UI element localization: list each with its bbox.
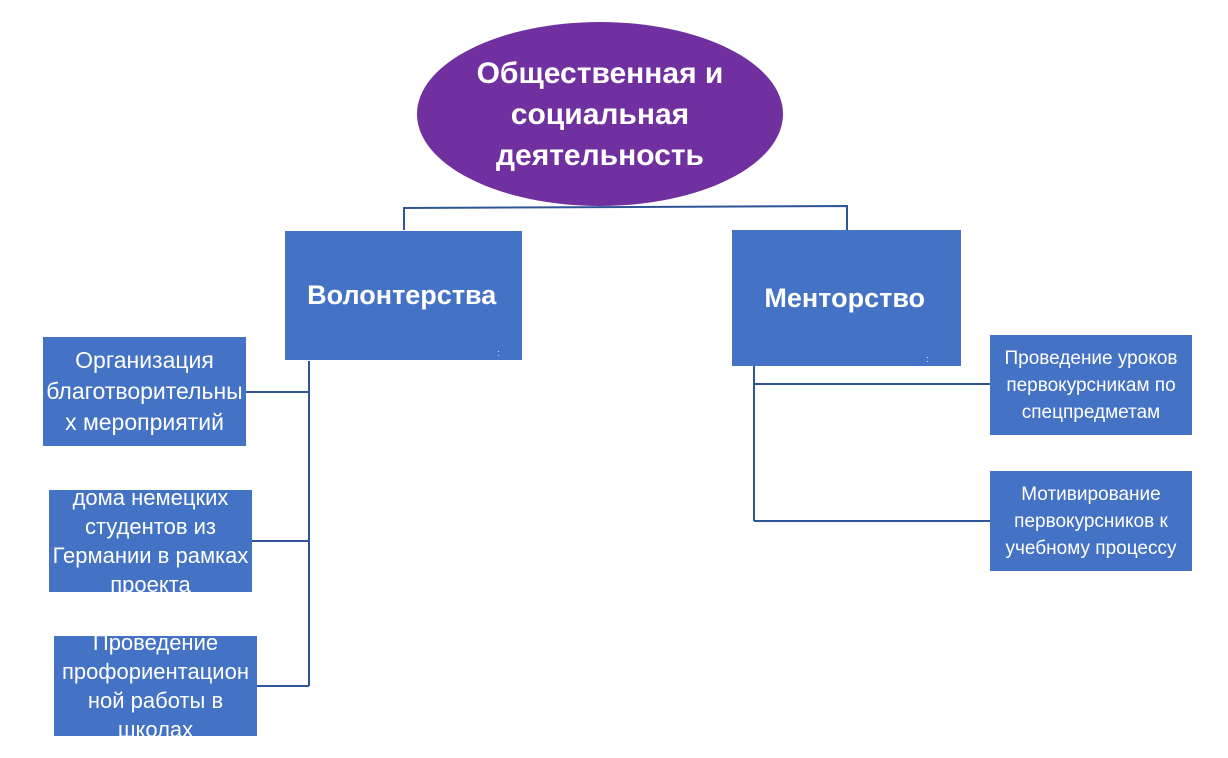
branch-volunteering-label: Волонтерства (307, 280, 497, 310)
volunteering-item-charity: Организация благотворительных мероприяти… (43, 337, 246, 446)
mentoring-item-motivation: Мотивирование первокурсников к учебному … (990, 471, 1192, 571)
mentoring-item-motivation-label: Мотивирование первокурсников к учебному … (1005, 483, 1177, 559)
branch-mentoring-suffix: : (926, 354, 929, 364)
branch-volunteering: Волонтерства: (285, 231, 522, 360)
branch-mentoring-label: Менторство (764, 282, 926, 313)
branch-mentoring: Менторство: (732, 230, 961, 366)
volunteering-item-charity-label: Организация благотворительных мероприяти… (46, 347, 243, 435)
branch-volunteering-suffix: : (497, 348, 500, 358)
mentoring-item-lessons-label: Проведение уроков первокурсникам по спец… (1004, 347, 1178, 423)
connector-root-to-branches (403, 204, 848, 230)
volunteering-item-german-students: дома немецких студентов из Германии в ра… (49, 490, 252, 592)
root-node: Общественная и социальная деятельность (417, 22, 783, 206)
volunteering-item-career-guidance-label: Проведение профориентационной работы в ш… (62, 636, 249, 736)
root-label: Общественная и социальная деятельность (476, 56, 724, 172)
volunteering-item-career-guidance: Проведение профориентационной работы в ш… (54, 636, 257, 736)
volunteering-item-german-students-label: дома немецких студентов из Германии в ра… (52, 490, 249, 592)
mentoring-item-lessons: Проведение уроков первокурсникам по спец… (990, 335, 1192, 435)
